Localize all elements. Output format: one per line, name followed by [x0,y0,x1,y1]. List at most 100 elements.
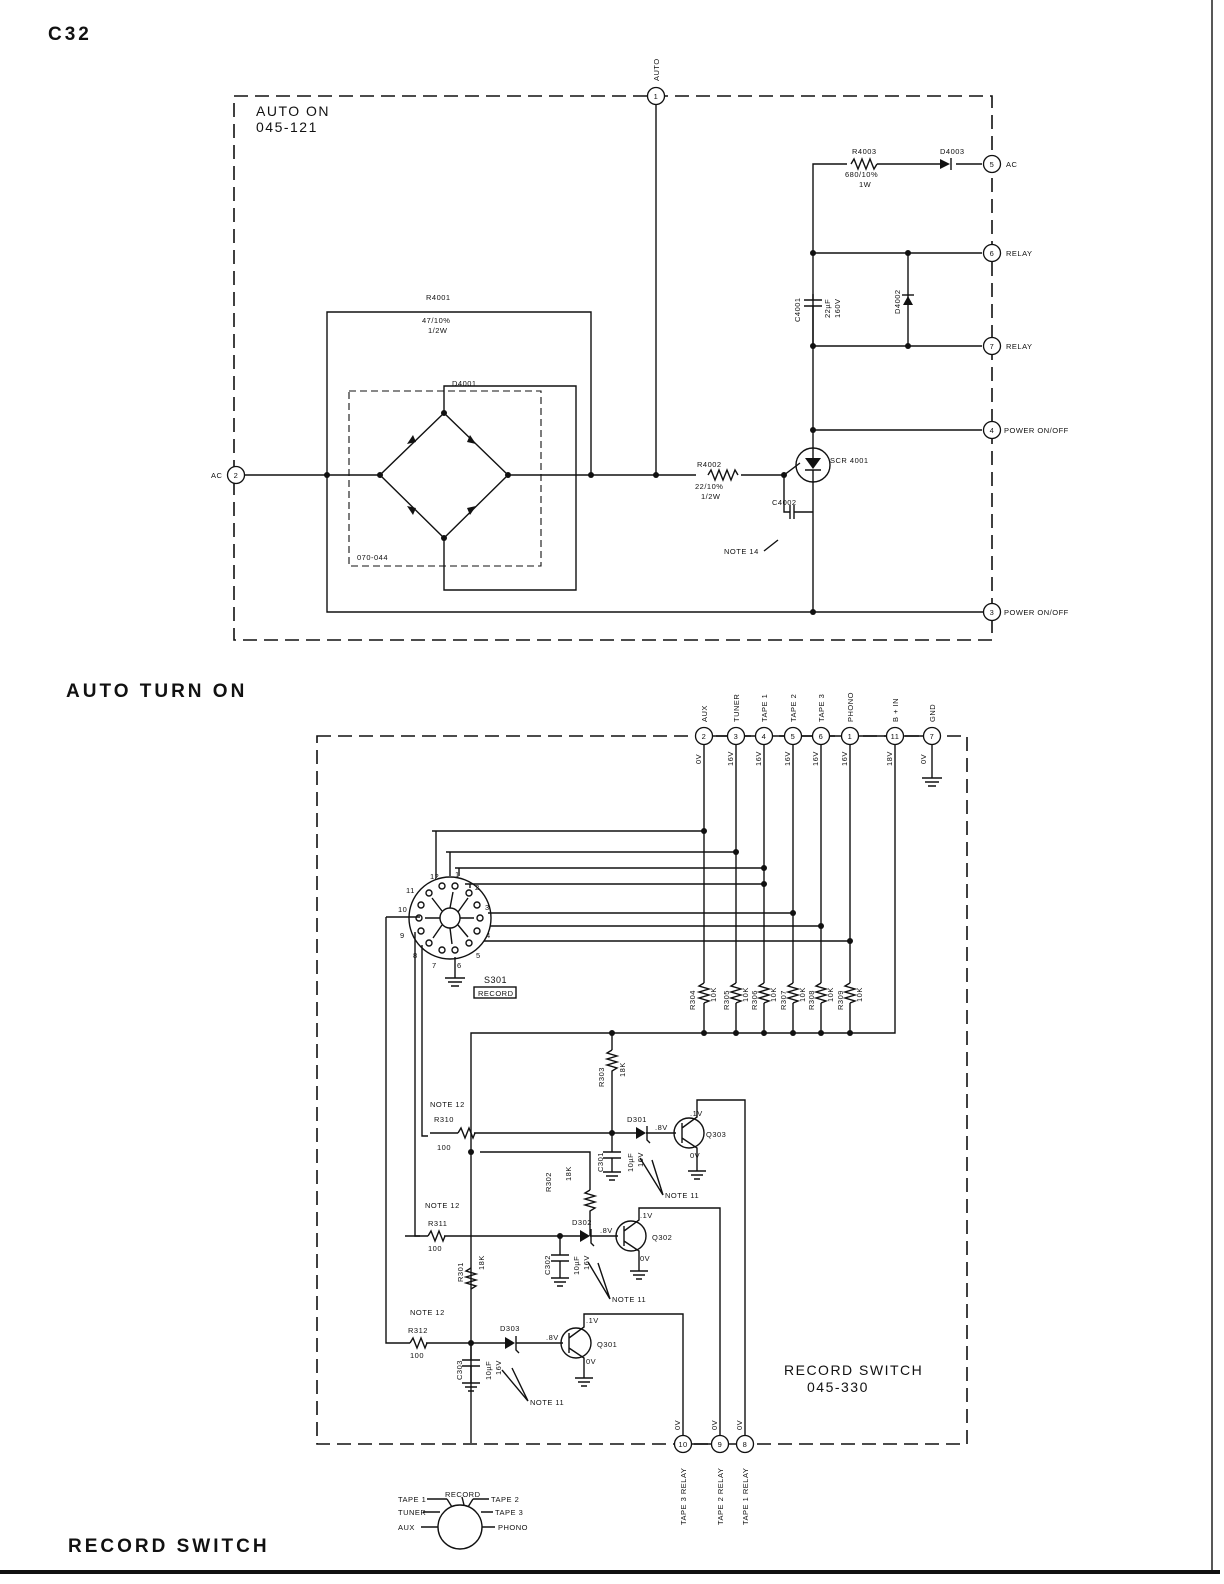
pos-7: 7 [432,961,437,970]
r4002-rating: 1/2W [701,492,721,501]
q303-ref: Q303 [706,1130,726,1139]
knob-right-0: TAPE 2 [491,1495,519,1504]
d302-ref: D302 [572,1218,592,1227]
terminal-5-num: 5 [990,160,995,169]
switch-ref: S301 [484,975,507,985]
pos-9: 9 [400,931,405,940]
r4003-value: 680/10% [845,170,878,179]
record-outline [316,735,968,1445]
record-box-part: 045-330 [807,1379,869,1395]
top-term-3-num: 3 [734,732,739,741]
c303-rating: 16V [494,1360,503,1375]
top-terminals [694,726,942,746]
terminal-1-num: 1 [654,92,659,101]
r307-ref: R307 [779,990,788,1010]
c303-ref: C303 [455,1360,464,1380]
bot-term-10-volt: 0V [673,1420,682,1430]
top-term-2-volt: 0V [694,754,703,764]
q303-vc: .1V [690,1109,703,1118]
top-term-4-num: 4 [762,732,767,741]
bot-term-9-num: 9 [718,1440,723,1449]
note14: NOTE 14 [724,547,759,556]
r304-value: 10K [709,987,718,1002]
q303-ve: 0V [690,1151,700,1160]
switch-name: RECORD [478,989,514,998]
top-term-3-volt: 16V [726,751,735,766]
r304-ref: R304 [688,990,697,1010]
c303-value: 10µF [484,1361,493,1380]
auto-on-box-name: AUTO ON [256,103,330,119]
pos-6: 6 [457,961,462,970]
c302-rating: 16V [582,1255,591,1270]
q303-vb: .8V [655,1123,668,1132]
d4003-ref: D4003 [940,147,965,156]
terminal-1-label: AUTO [652,58,661,81]
r303-value: 18K [618,1062,627,1077]
auto-on-schematic: AUTO ON 045-121 070-044 [211,58,1069,641]
note11-q303: NOTE 11 [665,1191,699,1200]
r307-value: 10K [798,987,807,1002]
r308-ref: R308 [807,990,816,1010]
r303-ref: R303 [597,1067,606,1087]
r4001-ref: R4001 [426,293,451,302]
r301-ref: R301 [456,1262,465,1282]
top-term-3-label: TUNER [732,694,741,722]
terminal-2-num: 2 [234,471,239,480]
terminal-3-num: 3 [990,608,995,617]
pos-11: 11 [406,886,415,895]
r311-value: 100 [428,1244,442,1253]
r309-ref: R309 [836,990,845,1010]
terminal-6-label: RELAY [1006,249,1033,258]
q301-ve: 0V [586,1357,596,1366]
c301-ref: C301 [596,1152,605,1172]
note11-q301: NOTE 11 [530,1398,564,1407]
knob-left-2: AUX [398,1523,415,1532]
r312-value: 100 [410,1351,424,1360]
terminal-3-label: POWER ON/OFF [1004,608,1069,617]
r305-ref: R305 [722,990,731,1010]
knob-top: RECORD [445,1490,481,1499]
r302-value: 18K [564,1166,573,1181]
pos-2: 2 [475,883,480,892]
bot-term-8-volt: 0V [735,1420,744,1430]
top-term-7-volt: 0V [919,754,928,764]
knob-left-0: TAPE 1 [398,1495,426,1504]
r4002-ref: R4002 [697,460,722,469]
terminal-5-label: AC [1006,160,1018,169]
record-box-name: RECORD SWITCH [784,1362,923,1378]
auto-on-box-part: 045-121 [256,119,318,135]
d303-ref: D303 [500,1324,520,1333]
note12-q301: NOTE 12 [410,1308,445,1317]
q301-vc: .1V [586,1316,599,1325]
top-term-11-volt: 18V [885,751,894,766]
record-knob-diagram [421,1496,495,1550]
q302-ve: 0V [640,1254,650,1263]
pos-1: 1 [455,870,460,879]
top-term-6-num: 6 [819,732,824,741]
top-term-6-volt: 16V [811,751,820,766]
r4003-rating: 1W [859,180,872,189]
c302-value: 10µF [572,1256,581,1275]
r312-ref: R312 [408,1326,428,1335]
r310-ref: R310 [434,1115,454,1124]
top-term-5-label: TAPE 2 [789,694,798,722]
c4001-rating: 160V [833,298,842,318]
bot-term-10-num: 10 [678,1440,687,1449]
c301-value: 10µF [626,1153,635,1172]
c4001-ref: C4001 [793,297,802,322]
bot-term-8-label: TAPE 1 RELAY [741,1468,750,1525]
note12-q303: NOTE 12 [430,1100,465,1109]
c4002-ref: C4002 [772,498,797,507]
selector-switch-s301 [408,876,492,987]
bot-term-10-label: TAPE 3 RELAY [679,1468,688,1525]
auto-on-outline [233,95,993,641]
terminal-7-num: 7 [990,342,995,351]
r308-value: 10K [826,987,835,1002]
note11-q302: NOTE 11 [612,1295,646,1304]
bot-term-9-volt: 0V [710,1420,719,1430]
top-term-5-volt: 16V [783,751,792,766]
top-term-11-label: B + IN [891,698,900,722]
d301-ref: D301 [627,1115,647,1124]
pos-10: 10 [398,905,407,914]
knob-right-2: PHONO [498,1523,528,1532]
